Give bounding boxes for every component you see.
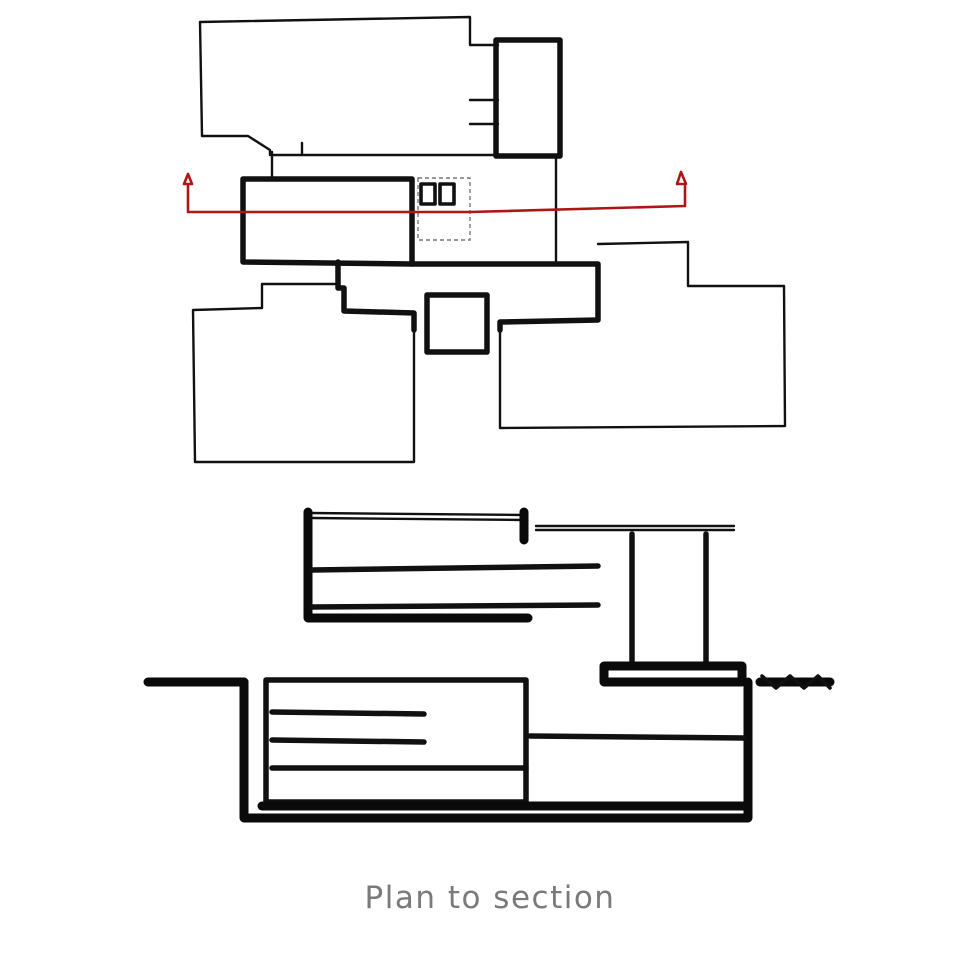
plan-room-top-left [198,15,500,157]
diagram-caption: Plan to section [364,880,616,916]
plan-room-bottom-left [191,282,416,464]
section-marker-left-icon [182,172,194,186]
section-shelves [269,709,529,771]
plan-window-1 [419,182,437,206]
section-ground-hatch [760,674,832,690]
floor-plan [182,15,787,464]
section-upper-slab [309,563,601,610]
section-marker-right-icon [675,170,688,186]
section-terrace [599,661,747,687]
section-upper-canopy [534,524,736,532]
building-section [143,507,835,823]
plan-connector-top [270,141,304,180]
section-columns [629,531,709,669]
plan-room-small-square [424,292,490,355]
section-cut-line [186,184,687,214]
plan-room-central [240,176,415,267]
section-lower-floor-right [527,733,747,741]
plan-corridor [335,259,601,333]
plan-room-top-right [493,37,563,159]
plan-patio-dashed [417,177,471,241]
plan-window-2 [438,182,456,206]
section-upper-roof [308,511,526,522]
section-upper-walls [303,507,533,623]
plan-room-bottom-right [498,240,787,430]
section-lower-shell [239,677,753,823]
